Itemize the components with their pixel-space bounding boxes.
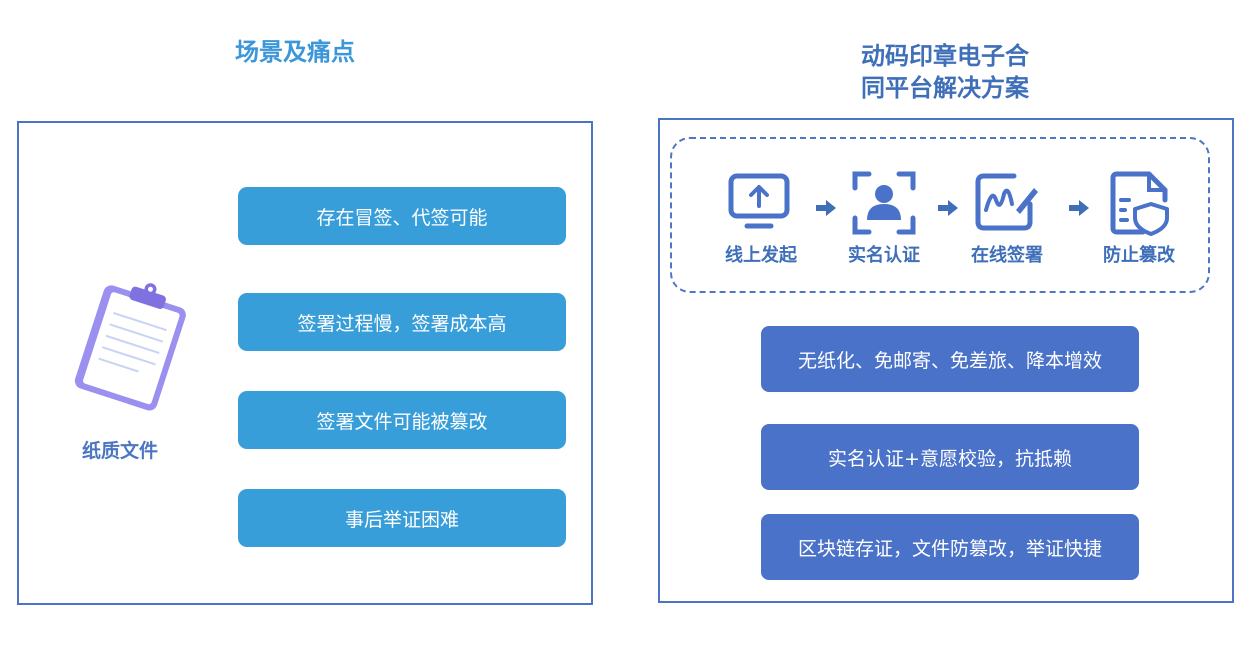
step-label-identity-verify: 实名认证	[848, 245, 920, 266]
document-shield-icon	[1107, 170, 1173, 236]
arrow-right-icon	[816, 200, 836, 216]
signature-pen-icon	[974, 170, 1040, 236]
right-title-line2: 同平台解决方案	[861, 74, 1029, 102]
pain-point-2: 签署过程慢，签署成本高	[238, 293, 566, 351]
benefit-3: 区块链存证，文件防篡改，举证快捷	[761, 514, 1139, 580]
right-title-line1: 动码印章电子合	[861, 42, 1029, 70]
step-label-online-sign: 在线签署	[971, 245, 1043, 266]
clipboard-icon	[66, 280, 196, 412]
right-title: 动码印章电子合 同平台解决方案	[790, 40, 1100, 104]
pain-point-3: 签署文件可能被篡改	[238, 391, 566, 449]
step-label-online-initiate: 线上发起	[725, 245, 797, 266]
face-scan-icon	[851, 170, 917, 236]
pain-point-4: 事后举证困难	[238, 489, 566, 547]
paper-file-label: 纸质文件	[81, 440, 158, 462]
pain-point-1: 存在冒签、代签可能	[238, 187, 566, 245]
step-label-tamper-proof: 防止篡改	[1103, 245, 1175, 266]
monitor-upload-icon	[727, 170, 793, 236]
arrow-right-icon	[938, 200, 958, 216]
process-flow-box	[670, 137, 1210, 293]
benefit-2: 实名认证+意愿校验，抗抵赖	[761, 424, 1139, 490]
arrow-right-icon	[1069, 200, 1089, 216]
left-title: 场景及痛点	[235, 38, 355, 66]
benefit-1: 无纸化、免邮寄、免差旅、降本增效	[761, 326, 1139, 392]
